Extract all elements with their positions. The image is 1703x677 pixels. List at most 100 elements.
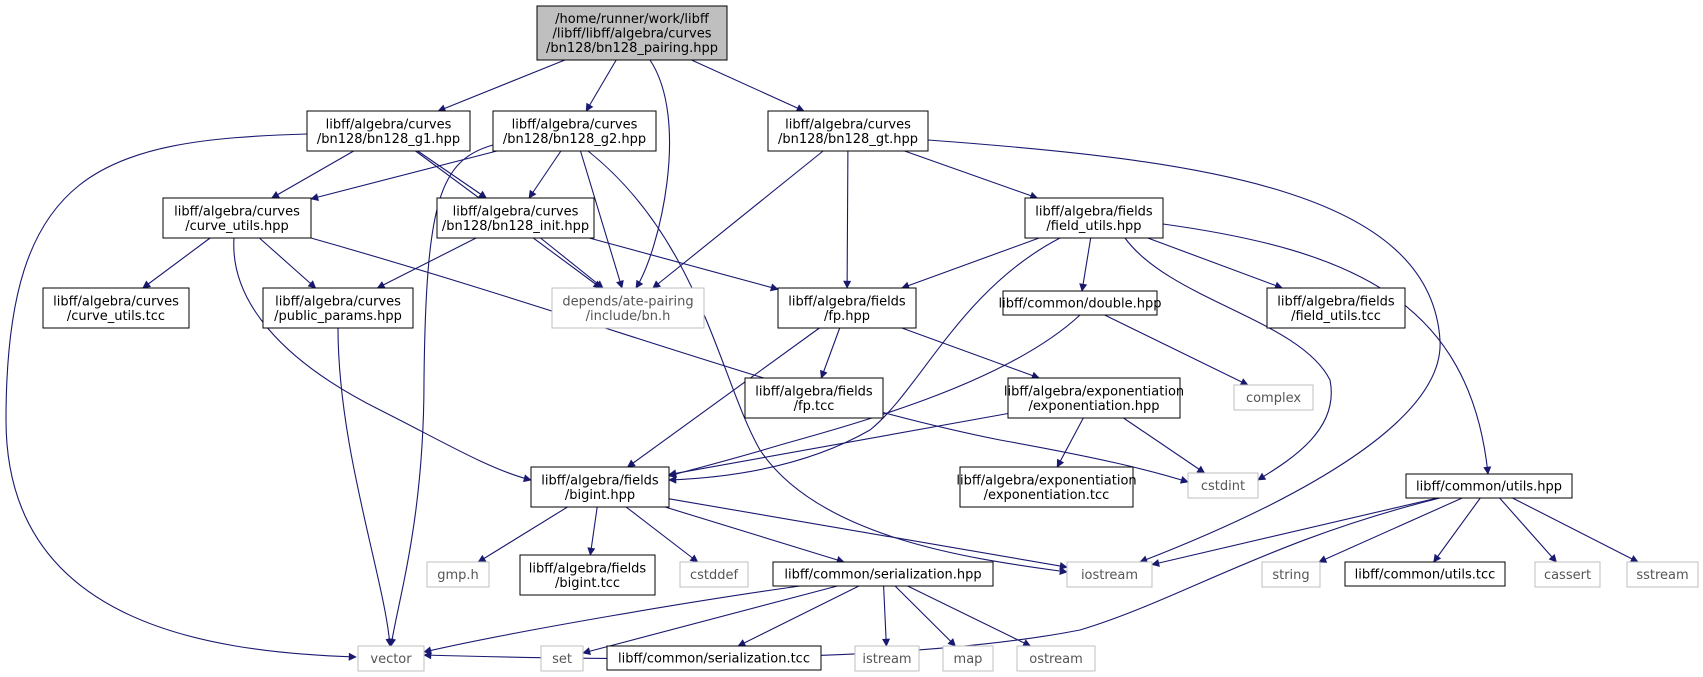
node-box [1233,384,1314,411]
node-box [426,561,490,588]
node-label-line: complex [1246,391,1301,406]
edge-root-to-gt [691,59,805,112]
edge-path [310,150,498,201]
edge-path [652,150,824,289]
edge-path [528,150,562,199]
node-label-line: istream [862,652,911,667]
node-label-line: libff/algebra/curves [174,204,300,219]
edge-field_utils_hpp-to-bigint_hpp [668,237,1061,484]
node-field-utils-tcc[interactable]: libff/algebra/fields/field_utils.tcc [1266,287,1406,329]
edge-g2-to-iostream [587,150,1068,575]
node-bigint-hpp[interactable]: libff/algebra/fields/bigint.hpp [530,466,670,508]
node-label-line: libff/algebra/fields [541,473,659,488]
node-label-line: /curve_utils.hpp [185,219,289,234]
node-serialization-tcc[interactable]: libff/common/serialization.tcc [606,645,822,671]
node-exp-hpp[interactable]: libff/algebra/exponentiation/exponentiat… [1004,377,1184,419]
edge-path [437,59,566,113]
node-vector: vector [357,645,425,672]
node-double-hpp[interactable]: libff/common/double.hpp [999,290,1162,316]
edge-root-to-g2 [585,59,617,112]
edge-path [927,139,1441,564]
node-box [519,554,656,596]
node-serialization-hpp[interactable]: libff/common/serialization.hpp [772,561,994,587]
node-bn128-init[interactable]: libff/algebra/curves/bn128/bn128_init.hp… [436,197,595,239]
edge-root-to-bn_h [635,59,671,289]
node-fp-hpp[interactable]: libff/algebra/fields/fp.hpp [777,287,917,329]
node-utils-tcc[interactable]: libff/common/utils.tcc [1344,561,1506,587]
node-label-line: libff/algebra/exponentiation [1004,384,1184,399]
node-map: map [942,645,994,672]
edge-serialization_hpp-to-istream [882,585,891,647]
edge-bn128_init-to-fp_hpp [589,237,779,292]
node-label-line: libff/algebra/curves [512,117,638,132]
node-exp-tcc[interactable]: libff/algebra/exponentiation/exponentiat… [956,466,1137,508]
node-label-line: cstddef [690,568,739,583]
edge-path [310,237,1189,484]
edge-fp_hpp-to-fp_tcc [820,327,841,379]
edge-bigint_hpp-to-bigint_tcc [587,506,598,556]
node-box [1024,197,1164,239]
edge-path [417,150,487,199]
node-gmp: gmp.h [426,561,490,588]
edge-path [376,237,477,289]
node-label-line: /libff/libff/algebra/curves [553,27,712,42]
edge-curve_utils_hpp-to-cstdint [310,237,1189,484]
edge-path [626,327,820,468]
node-box [1016,645,1096,672]
node-box [357,645,425,672]
edge-path [668,498,1068,570]
node-label-line: vector [370,652,412,667]
edge-fp_hpp-to-bigint_hpp [626,327,820,468]
node-box [530,466,670,508]
node-bigint-tcc[interactable]: libff/algebra/fields/bigint.tcc [519,554,656,596]
edge-path [668,237,1061,484]
node-utils-hpp[interactable]: libff/common/utils.hpp [1405,473,1573,499]
edge-path [477,506,568,563]
edge-path [1079,237,1092,292]
node-curve-utils-tcc[interactable]: libff/algebra/curves/curve_utils.tcc [42,287,190,329]
edge-serialization_hpp-to-ostream [907,585,1032,647]
edge-exp_hpp-to-exp_tcc [1056,417,1084,468]
node-label-line: libff/common/serialization.tcc [618,652,810,667]
node-sstream: sstream [1626,561,1699,588]
node-box [1066,561,1153,588]
edge-path [142,237,211,289]
node-label-line: string [1272,568,1309,583]
edge-field_utils_hpp-to-cstdint [1124,237,1332,481]
node-box [1002,290,1158,316]
edge-path [587,506,598,556]
edge-g1-to-vector [5,133,357,661]
edge-path [579,150,624,289]
edge-utils_hpp-to-vector [423,497,1441,660]
edge-path [587,150,1068,575]
edge-curve_utils_hpp-to-public_params [259,237,317,289]
edge-path [882,585,891,647]
edge-g2-to-bn_h [579,150,624,289]
node-field-utils-hpp[interactable]: libff/algebra/fields/field_utils.hpp [1024,197,1164,239]
node-gt[interactable]: libff/algebra/curves/bn128/bn128_gt.hpp [767,110,929,152]
node-label-line: libff/algebra/fields [529,561,647,576]
edge-serialization_hpp-to-serialization_tcc [737,585,860,647]
node-curve-utils-hpp[interactable]: libff/algebra/curves/curve_utils.hpp [162,197,312,239]
node-label-line: libff/algebra/exponentiation [956,473,1136,488]
node-root[interactable]: /home/runner/work/libff/libff/libff/alge… [536,5,728,61]
edge-bigint_hpp-to-gmp [477,506,568,563]
node-fp-tcc[interactable]: libff/algebra/fields/fp.tcc [744,377,884,419]
node-label-line: libff/algebra/fields [788,294,906,309]
node-set: set [540,645,584,672]
node-label-line: /bn128/bn128_gt.hpp [778,132,918,147]
edge-path [1499,497,1557,563]
edge-bigint_hpp-to-cstddef [625,506,699,563]
node-public-params[interactable]: libff/algebra/curves/public_params.hpp [262,287,414,329]
edge-path [388,144,494,647]
node-g2[interactable]: libff/algebra/curves/bn128/bn128_g2.hpp [492,110,657,152]
node-label-line: depends/ate-pairing [562,294,693,309]
node-label-line: /bigint.tcc [555,576,620,591]
edge-path [901,237,1040,290]
node-label-line: libff/algebra/fields [755,384,873,399]
edge-path [1151,497,1438,567]
edge-public_params-to-vector [337,327,394,647]
node-box [536,5,728,61]
node-g1[interactable]: libff/algebra/curves/bn128/bn128_g1.hpp [306,110,471,152]
